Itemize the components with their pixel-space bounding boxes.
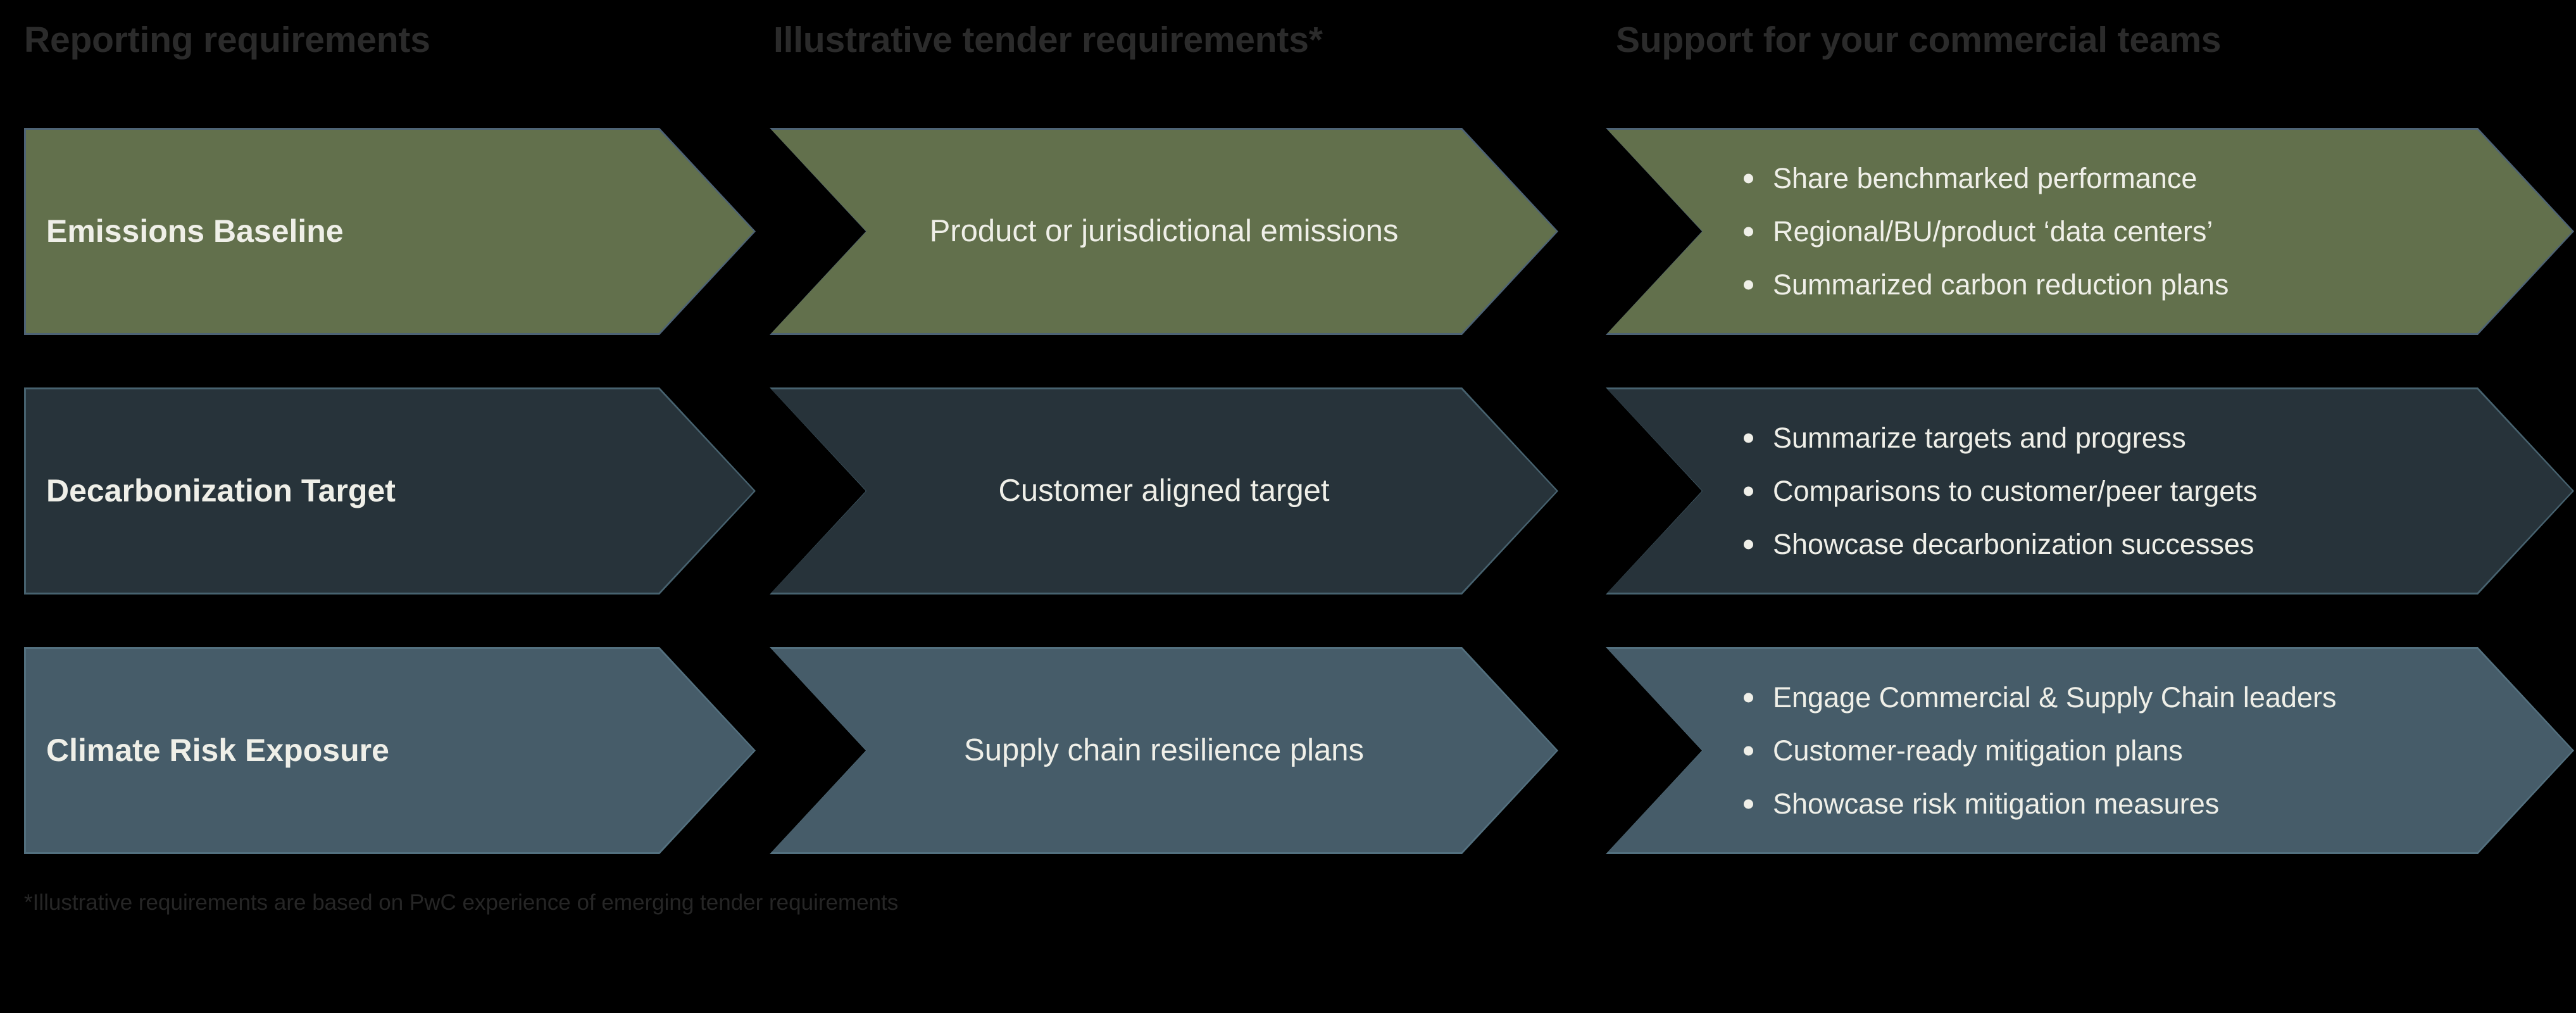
column-header-reporting-requirements: Reporting requirements: [24, 20, 430, 60]
chevron-fill: [26, 649, 754, 852]
bullet-dot-icon: [1744, 693, 1753, 702]
chevron-fill: [26, 389, 754, 593]
chevron-tender-requirement-2[interactable]: Customer aligned target: [770, 387, 1558, 595]
list-item-label: Showcase risk mitigation measures: [1773, 788, 2220, 820]
list-item: Comparisons to customer/peer targets: [1740, 477, 2257, 505]
list-item-label: Engage Commercial & Supply Chain leaders: [1773, 681, 2337, 714]
support-bullet-list-1: Share benchmarked performance Regional/B…: [1606, 164, 2229, 299]
list-item: Summarized carbon reduction plans: [1740, 270, 2229, 299]
chevron-title-climate-risk-exposure: Climate Risk Exposure: [46, 732, 389, 768]
chevron-tender-requirement-3[interactable]: Supply chain resilience plans: [770, 647, 1558, 854]
list-item-label: Regional/BU/product ‘data centers’: [1773, 215, 2213, 248]
bullet-dot-icon: [1744, 227, 1753, 236]
list-item-label: Summarized carbon reduction plans: [1773, 268, 2229, 301]
process-row-climate-risk-exposure: Climate Risk Exposure Supply chain resil…: [0, 647, 2576, 854]
bullet-dot-icon: [1744, 799, 1753, 809]
bullet-dot-icon: [1744, 280, 1753, 289]
chevron-title-emissions-baseline: Emissions Baseline: [46, 213, 344, 249]
chevron-fill: [1608, 130, 2572, 333]
chevron-text-customer-aligned-target: Customer aligned target: [998, 473, 1330, 508]
column-header-illustrative-tender-requirements: Illustrative tender requirements*: [773, 20, 1323, 60]
chevron-reporting-requirement-1[interactable]: Emissions Baseline: [24, 128, 756, 335]
list-item-label: Share benchmarked performance: [1773, 162, 2198, 194]
chevron-title-decarbonization-target: Decarbonization Target: [46, 472, 396, 508]
footnote-illustrative-requirements: *Illustrative requirements are based on …: [24, 890, 899, 915]
bullet-dot-icon: [1744, 433, 1753, 443]
list-item-label: Showcase decarbonization successes: [1773, 528, 2254, 560]
list-item-label: Comparisons to customer/peer targets: [1773, 475, 2258, 507]
chevron-fill: [772, 649, 1556, 852]
list-item: Showcase decarbonization successes: [1740, 530, 2257, 558]
bullet-dot-icon: [1744, 539, 1753, 549]
list-item: Customer-ready mitigation plans: [1740, 736, 2336, 765]
list-item-label: Summarize targets and progress: [1773, 422, 2186, 454]
list-item-label: Customer-ready mitigation plans: [1773, 734, 2183, 767]
chevron-fill: [1608, 389, 2572, 593]
column-header-support-commercial-teams: Support for your commercial teams: [1616, 20, 2222, 60]
bullet-dot-icon: [1744, 486, 1753, 496]
chevron-fill: [26, 130, 754, 333]
chevron-fill: [1608, 649, 2572, 852]
support-bullet-list-3: Engage Commercial & Supply Chain leaders…: [1606, 683, 2336, 818]
chevron-reporting-requirement-3[interactable]: Climate Risk Exposure: [24, 647, 756, 854]
bullet-dot-icon: [1744, 746, 1753, 755]
list-item: Summarize targets and progress: [1740, 424, 2257, 452]
process-row-decarbonization-target: Decarbonization Target Customer aligned …: [0, 387, 2576, 595]
chevron-support-3[interactable]: Engage Commercial & Supply Chain leaders…: [1606, 647, 2574, 854]
bullet-dot-icon: [1744, 173, 1753, 183]
chevron-text-product-or-jurisdictional-emissions: Product or jurisdictional emissions: [929, 213, 1399, 248]
chevron-fill: [772, 130, 1556, 333]
chevron-text-supply-chain-resilience-plans: Supply chain resilience plans: [964, 733, 1364, 767]
chevron-support-2[interactable]: Summarize targets and progress Compariso…: [1606, 387, 2574, 595]
list-item: Showcase risk mitigation measures: [1740, 790, 2336, 818]
support-bullet-list-2: Summarize targets and progress Compariso…: [1606, 424, 2257, 558]
chevron-tender-requirement-1[interactable]: Product or jurisdictional emissions: [770, 128, 1558, 335]
chevron-reporting-requirement-2[interactable]: Decarbonization Target: [24, 387, 756, 595]
chevron-fill: [772, 389, 1556, 593]
list-item: Share benchmarked performance: [1740, 164, 2229, 192]
list-item: Regional/BU/product ‘data centers’: [1740, 217, 2229, 246]
list-item: Engage Commercial & Supply Chain leaders: [1740, 683, 2336, 712]
process-row-emissions-baseline: Emissions Baseline Product or jurisdicti…: [0, 128, 2576, 335]
chevron-support-1[interactable]: Share benchmarked performance Regional/B…: [1606, 128, 2574, 335]
